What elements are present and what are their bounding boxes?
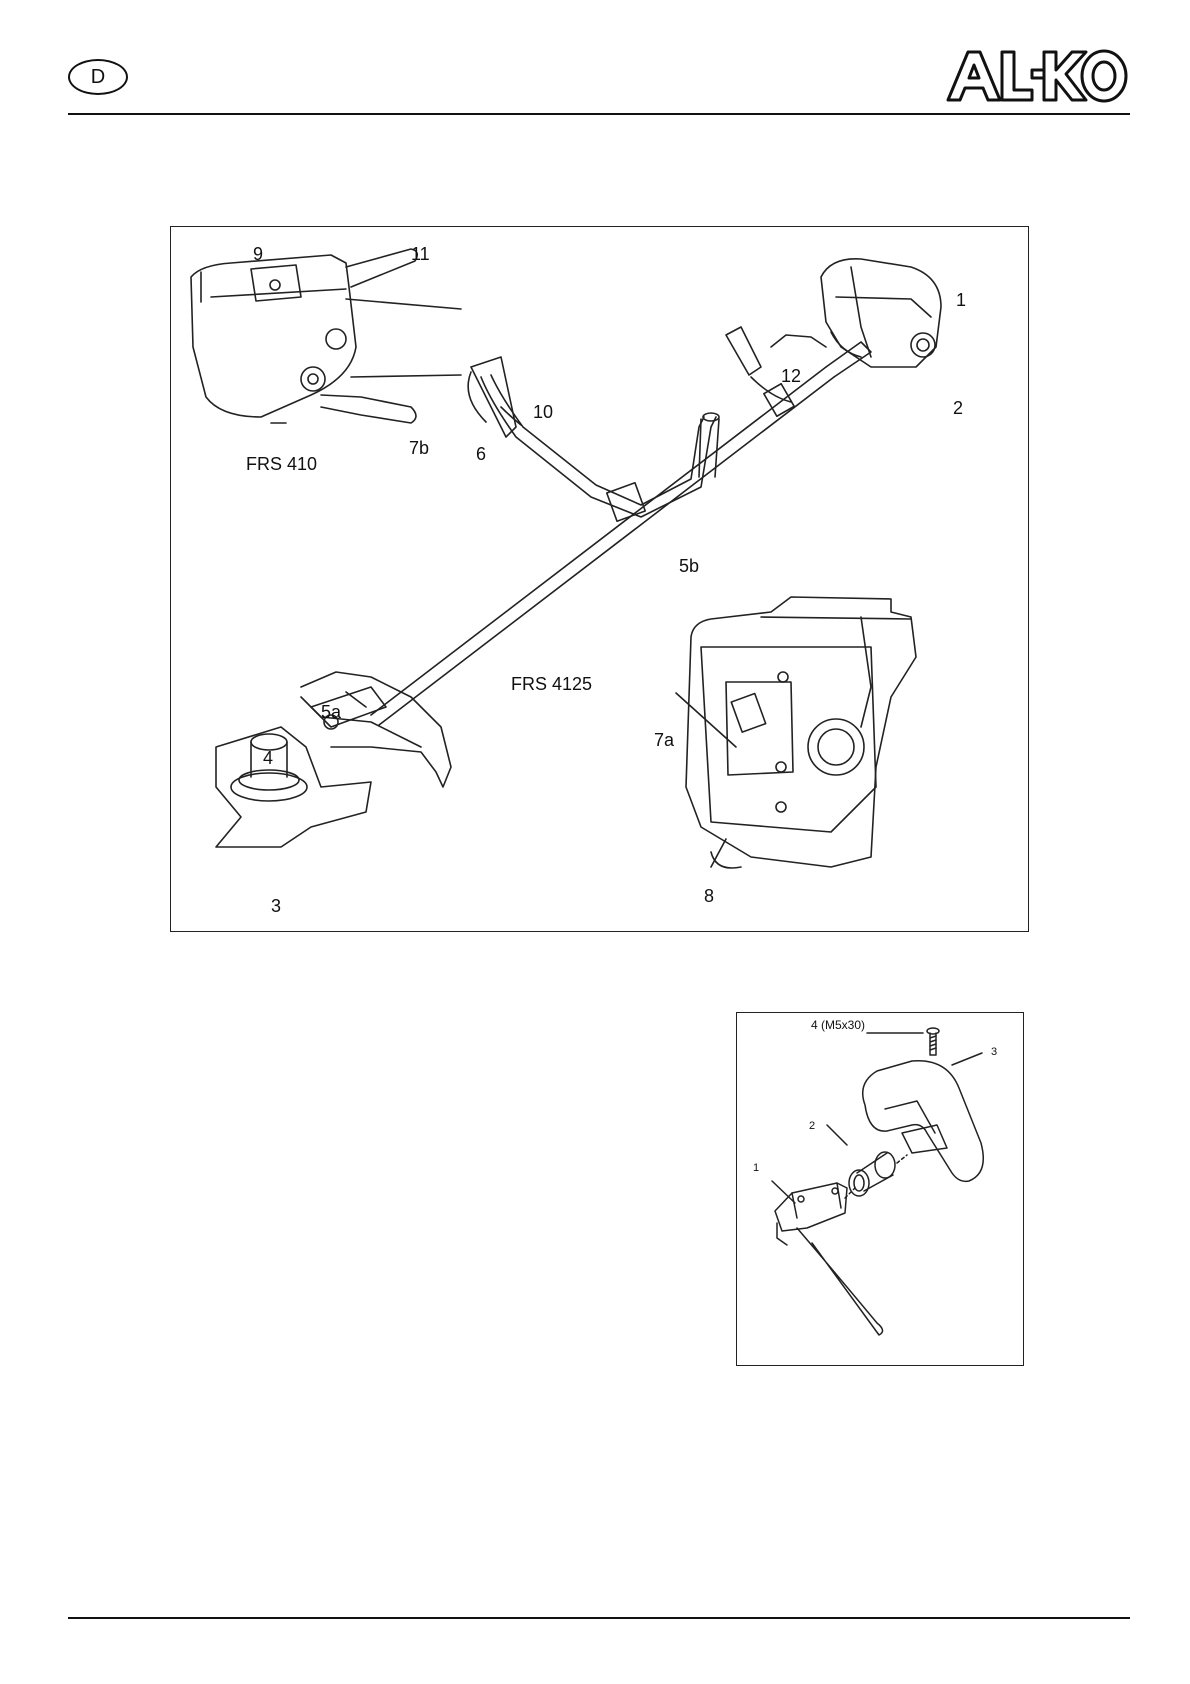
bracket-lever-drawing [775, 1183, 883, 1335]
callout-6: 9 [253, 245, 263, 263]
callout-1: 3 [271, 897, 281, 915]
cutting-head-drawing [216, 672, 451, 847]
callout-10: 2 [953, 399, 963, 417]
sleeve-drawing [849, 1152, 895, 1196]
drive-shaft-drawing [371, 342, 871, 725]
screw-drawing [927, 1028, 939, 1055]
footer-rule [68, 1617, 1130, 1619]
callout-7b: 11 [411, 245, 430, 263]
engine-drawing [771, 259, 941, 367]
callout-3: 5a [321, 703, 341, 721]
header-rule [68, 113, 1130, 115]
callout-4: 5b [679, 557, 699, 575]
callout-screw-m5x30: 4 (M5x30) [811, 1019, 865, 1031]
throttle-detail-drawing [191, 249, 461, 423]
handlebar-drawing [468, 357, 719, 521]
callout-12: 8 [704, 887, 714, 905]
alko-logo [940, 44, 1130, 106]
callout-7a: 10 [533, 403, 553, 421]
loop-handle-drawing [863, 1061, 984, 1182]
handle-assembly-figure: 4 (M5x30) 3 2 1 [736, 1012, 1024, 1366]
callout-8: 12 [781, 367, 801, 385]
alko-logo-graphic [940, 44, 1130, 106]
brushcutter-illustration [171, 227, 1028, 931]
callout-11: 7a [654, 731, 674, 749]
callout-9: 1 [956, 291, 966, 309]
handle-callout-3: 3 [991, 1047, 997, 1058]
callout-5a: 6 [476, 445, 486, 463]
handle-callout-2: 2 [809, 1121, 815, 1132]
language-badge: D [68, 59, 128, 95]
brushcutter-overview-figure: 9 11 7b FRS 410 6 10 12 1 2 5b FRS 4125 … [170, 226, 1029, 932]
handle-assembly-illustration [737, 1013, 1023, 1365]
model-label-frs-410: FRS 410 [246, 455, 317, 473]
callout-5b: 7b [409, 439, 429, 457]
handle-callout-1: 1 [753, 1163, 759, 1174]
model-label-frs-4125: FRS 4125 [511, 675, 592, 693]
callout-2: 4 [263, 749, 273, 767]
